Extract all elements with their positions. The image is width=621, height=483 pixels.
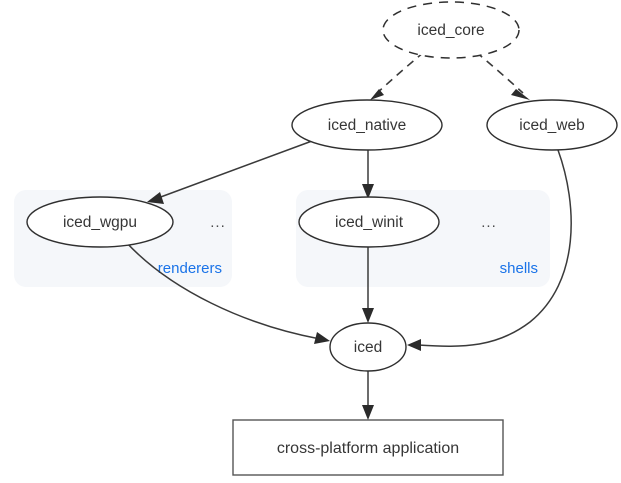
arrowhead [511,89,530,100]
node-iced[interactable]: iced [329,322,407,372]
node-cross-platform-application[interactable]: cross-platform application [232,419,504,476]
node-iced-wgpu-label: iced_wgpu [63,214,137,231]
arrowhead [314,332,330,344]
node-application-shape[interactable] [232,419,504,476]
node-iced-core-label: iced_core [417,22,484,39]
arrowhead [370,89,384,100]
node-iced-native-label: iced_native [328,117,406,134]
edge-line [475,51,524,94]
edge-iced-wgpu-to-iced [124,240,330,344]
edge-line [124,240,321,340]
arrowhead [362,308,374,323]
node-iced-shape[interactable] [329,322,407,372]
edge-iced-core-to-iced-native [370,51,425,100]
node-iced-native-shape[interactable] [291,99,443,151]
node-iced-core[interactable]: iced_core [382,1,520,59]
edge-iced-to-application [362,371,374,420]
cluster-renderers-ellipsis: ... [210,214,226,231]
node-iced-wgpu[interactable]: iced_wgpu [26,196,174,248]
node-iced-label: iced [354,339,382,356]
arrowhead [362,405,374,420]
node-iced-core-shape[interactable] [382,1,520,59]
node-iced-web[interactable]: iced_web [486,99,618,151]
edge-iced-web-to-iced [407,149,572,351]
arrowhead [362,184,374,199]
node-application-label: cross-platform application [277,440,459,457]
cluster-renderers-label: renderers [158,260,222,277]
edge-iced-native-to-iced-winit [362,150,374,199]
edge-iced-native-to-iced-wgpu [147,140,313,204]
edge-line [417,149,572,347]
node-iced-wgpu-shape[interactable] [26,196,174,248]
cluster-shells-ellipsis: ... [481,214,497,231]
node-iced-native[interactable]: iced_native [291,99,443,151]
edge-line [375,51,425,95]
node-iced-winit-shape[interactable] [298,196,440,248]
edge-iced-winit-to-iced [362,247,374,323]
node-iced-web-label: iced_web [519,117,585,134]
node-iced-web-shape[interactable] [486,99,618,151]
arrowhead [147,192,164,204]
node-iced-winit-label: iced_winit [335,214,404,231]
node-iced-winit[interactable]: iced_winit [298,196,440,248]
edge-iced-core-to-iced-web [475,51,530,100]
cluster-shells-label: shells [500,260,538,277]
edge-line [157,140,313,199]
arrowhead [407,339,421,351]
